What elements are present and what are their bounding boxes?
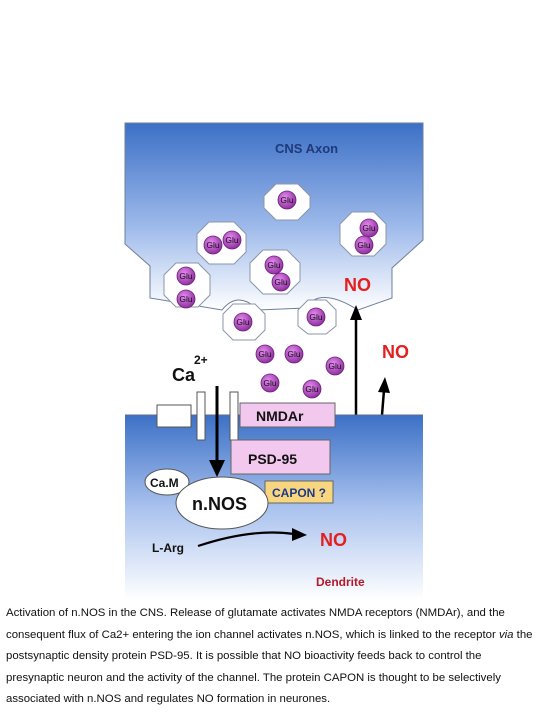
glutamate-molecule — [203, 235, 223, 255]
capon-box — [264, 480, 334, 504]
figure-caption: Activation of n.NOS in the CNS. Release … — [6, 603, 534, 711]
dendrite-label: Dendrite — [316, 575, 365, 589]
glutamate-molecule — [325, 356, 345, 376]
glutamate-molecule — [306, 307, 326, 327]
glutamate-molecule — [260, 373, 280, 393]
caption-text-2: the postsynaptic density protein PSD-95.… — [6, 628, 533, 706]
glutamate-label: Glu — [280, 195, 294, 205]
glutamate-label: Glu — [362, 223, 376, 233]
capon-label: CAPON ? — [272, 486, 326, 500]
glutamate-label: Glu — [258, 349, 272, 359]
calmodulin-ellipse — [144, 468, 190, 496]
glutamate-molecule — [302, 379, 322, 399]
glutamate-molecule — [284, 344, 304, 364]
glutamate-label: Glu — [179, 294, 193, 304]
glutamate-label: Glu — [236, 317, 250, 327]
psd95-label: PSD-95 — [248, 451, 297, 467]
caption-text-1: Activation of n.NOS in the CNS. Release … — [6, 607, 505, 641]
calcium-influx-arrowhead — [209, 460, 225, 477]
no-label-dendrite: NO — [320, 530, 347, 550]
glutamate-label: Glu — [309, 312, 323, 322]
psd95-box — [230, 439, 331, 475]
glutamate-molecule — [359, 218, 379, 238]
glutamate-molecule — [176, 289, 196, 309]
calcium-charge: 2+ — [194, 353, 208, 367]
glutamate-molecule — [277, 190, 297, 210]
no-label-synapse: NO — [382, 342, 409, 362]
glutamate-molecule — [222, 230, 242, 250]
glutamate-label: Glu — [225, 235, 239, 245]
no-label-axon: NO — [344, 275, 371, 295]
nmda-receptor-label: NMDAr — [256, 408, 304, 424]
glutamate-molecule — [354, 235, 374, 255]
l-arginine-arrow — [197, 531, 295, 548]
glutamate-molecule — [264, 255, 284, 275]
l-arginine-arrowhead — [292, 528, 307, 541]
l-arginine-label: L-Arg — [152, 541, 184, 555]
glutamate-label: Glu — [206, 240, 220, 250]
glutamate-label: Glu — [274, 277, 288, 287]
caption-italic: via — [498, 628, 514, 641]
glutamate-label: Glu — [305, 384, 319, 394]
glutamate-label: Glu — [267, 260, 281, 270]
glutamate-molecule — [176, 266, 196, 286]
glutamate-molecule — [255, 344, 275, 364]
nnos-ellipse — [175, 476, 269, 530]
glutamate-molecule — [271, 272, 291, 292]
nnos-label: n.NOS — [192, 494, 247, 514]
axon-label: CNS Axon — [275, 141, 338, 156]
glutamate-label: Glu — [287, 349, 301, 359]
glutamate-label: Glu — [263, 378, 277, 388]
calcium-label: Ca — [172, 365, 196, 385]
glutamate-label: Glu — [328, 361, 342, 371]
calmodulin-label: Ca.M — [150, 476, 179, 490]
nmda-receptor-box — [239, 402, 336, 428]
glutamate-molecule — [233, 312, 253, 332]
glutamate-label: Glu — [357, 240, 371, 250]
glutamate-label: Glu — [179, 271, 193, 281]
